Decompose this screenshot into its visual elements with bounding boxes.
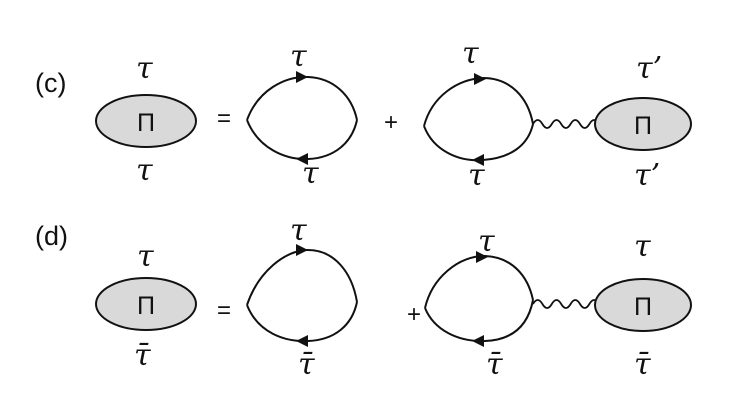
upper-propagator-line [424,254,534,309]
panel-d-equals-sign: = [217,297,231,324]
panel-c-rhs-pi: Π [634,112,652,140]
panel-d-loop2-top-label: τ [478,224,495,259]
panel-c-rhs-bubble: τ’ Π τ’ [594,51,692,193]
panel-c-loop-2: τ τ [423,36,534,193]
upper-propagator-line [246,75,358,121]
panel-d-rhs-pi: Π [634,293,652,321]
panel-c-rhs-bottom-label: τ’ [634,158,660,193]
left-arrow-icon [296,335,308,347]
right-arrow-icon [296,244,308,256]
panel-d-loop1-bottom-label: τ̄ [298,347,315,382]
right-arrow-icon [476,251,488,263]
upper-propagator-line [423,76,534,127]
polarization-bubble [594,278,692,332]
lower-propagator-line [424,299,534,343]
panel-c-loop1-bottom-label: τ [302,156,319,191]
lower-propagator-line [423,123,534,162]
panel-d: (d) τ Π τ̄ = τ τ̄ + τ τ̄ [35,213,692,382]
panel-d-rhs-top-label: τ [634,229,651,264]
panel-d-label: (d) [35,221,68,251]
right-arrow-icon [296,71,308,83]
panel-d-lhs-top-label: τ [137,239,154,274]
panel-d-lhs-bottom-label: τ̄ [134,338,151,373]
left-arrow-icon [296,153,308,165]
interaction-wavy-line [532,119,600,129]
panel-d-plus-sign: + [407,301,421,328]
panel-c-label: (c) [35,68,66,98]
panel-c-loop2-top-label: τ [462,36,479,71]
left-arrow-icon [472,335,484,347]
right-arrow-icon [474,73,486,85]
panel-c-lhs-top-label: τ [136,51,153,86]
panel-c-rhs-top-label: τ’ [636,51,662,86]
polarization-bubble [95,94,197,148]
panel-c-plus-sign: + [384,109,398,136]
panel-c: (c) τ Π τ = τ τ + τ τ [35,36,692,193]
panel-d-loop1-top-label: τ [290,213,307,248]
left-arrow-icon [472,154,484,166]
panel-c-lhs-bubble: τ Π τ [95,51,197,188]
panel-d-loop-1: τ τ̄ [246,213,358,382]
lower-propagator-line [246,301,358,343]
polarization-bubble [95,277,197,331]
panel-d-lhs-pi: Π [137,292,155,320]
panel-d-loop2-bottom-label: τ̄ [486,347,503,382]
lower-propagator-line [246,119,358,161]
upper-propagator-line [246,248,358,306]
interaction-wavy-line [532,299,600,309]
panel-c-lhs-bottom-label: τ [136,153,153,188]
panel-d-rhs-bubble: τ Π τ̄ [594,229,692,382]
panel-c-equals-sign: = [217,105,231,132]
panel-c-lhs-pi: Π [137,109,155,137]
polarization-bubble [594,97,692,151]
panel-c-loop1-top-label: τ [290,39,307,74]
panel-d-lhs-bubble: τ Π τ̄ [95,239,197,373]
panel-d-rhs-bottom-label: τ̄ [634,347,651,382]
panel-c-loop-1: τ τ [246,39,358,191]
panel-c-loop2-bottom-label: τ [468,158,485,193]
panel-d-loop-2: τ τ̄ [424,224,534,382]
